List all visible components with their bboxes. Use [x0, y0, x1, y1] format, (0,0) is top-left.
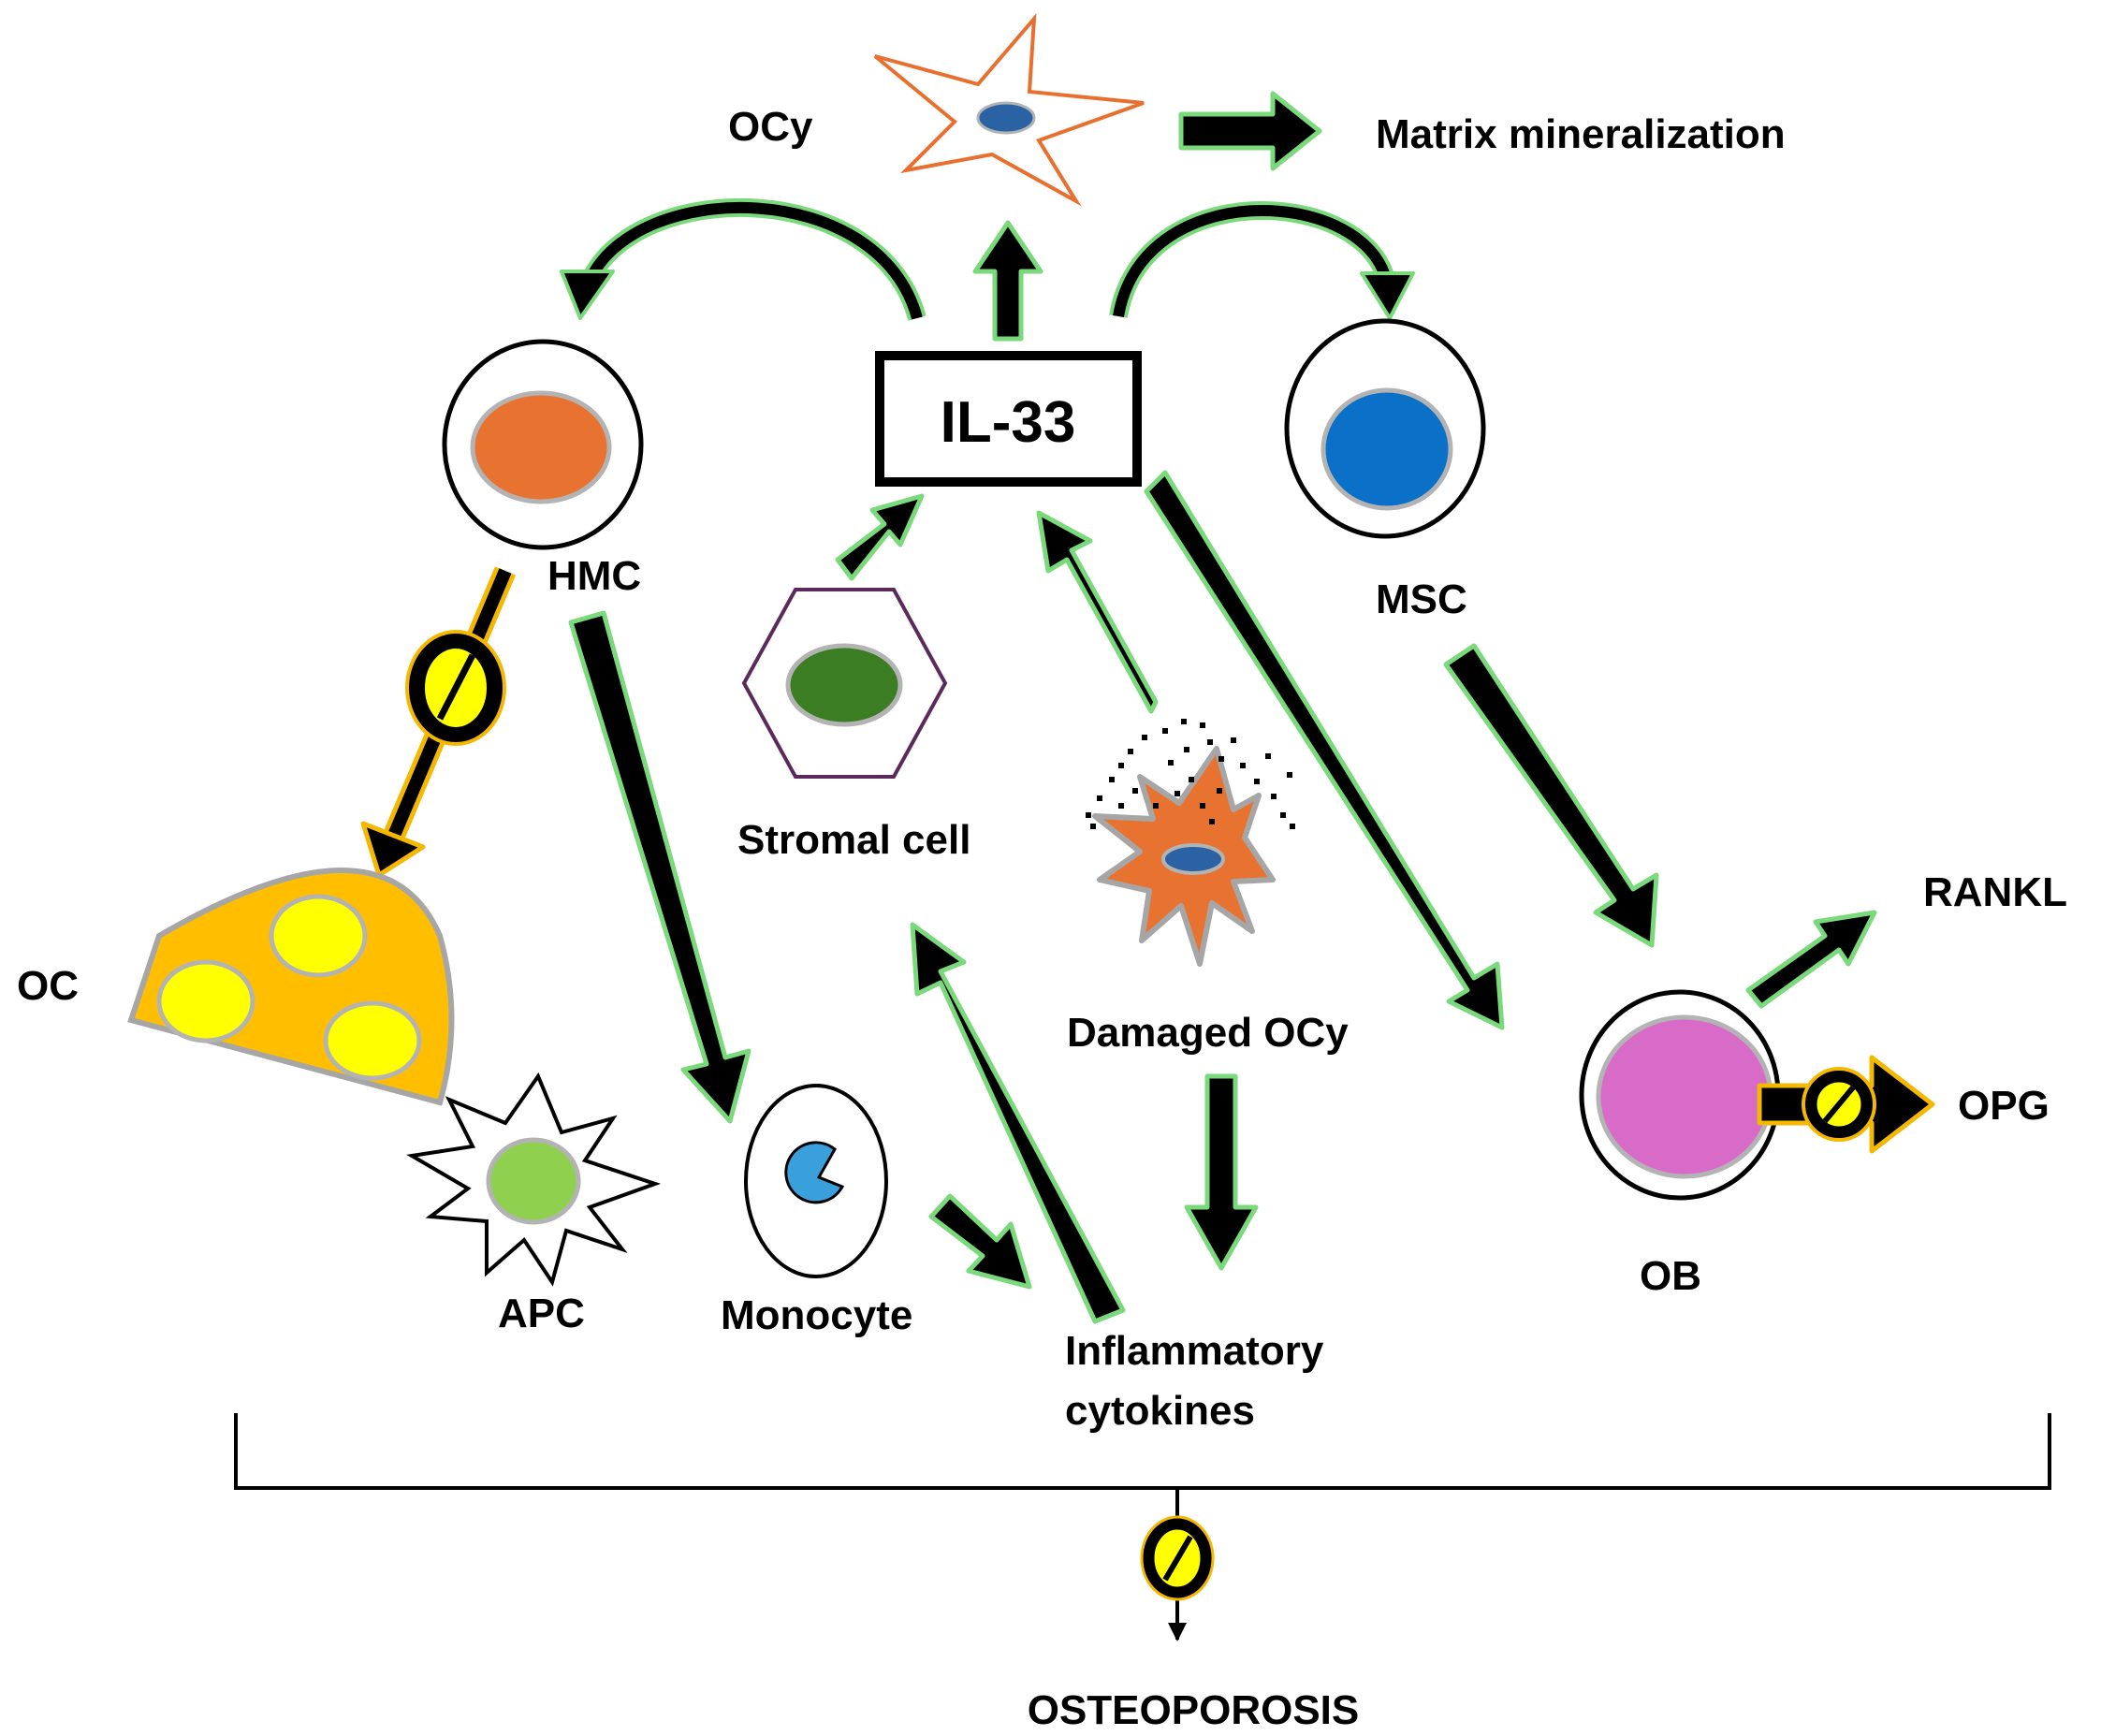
osteoporosis-inhibit-icon	[1140, 1515, 1215, 1601]
ocy-nucleus	[976, 101, 1036, 135]
hmc-to-oc-inhibited-arrow	[360, 566, 517, 878]
apc-cell	[406, 1072, 662, 1287]
il33-to-msc-curved-arrow	[1109, 200, 1415, 320]
ocy-label: OCy	[728, 104, 813, 150]
il33-to-ocy-arrow	[972, 220, 1043, 342]
damaged-to-il33-arrow	[1036, 510, 1159, 714]
oc-cell	[127, 868, 455, 1106]
apc-nucleus	[486, 1137, 581, 1225]
hmc-cell	[442, 339, 644, 550]
ocy-cell	[873, 13, 1145, 207]
monocyte-cell	[744, 1084, 888, 1278]
apc-label: APC	[498, 1291, 585, 1336]
ob-nucleus	[1596, 1014, 1773, 1179]
rankl-label: RANKL	[1923, 869, 2067, 915]
matrix-mineralization-label: Matrix mineralization	[1376, 111, 1786, 157]
msc-cell	[1284, 318, 1486, 539]
hmc-nucleus	[470, 390, 612, 504]
oc-nucleus-1	[269, 894, 368, 978]
damaged-ocy-label: Damaged OCy	[1067, 1010, 1349, 1056]
hmc-to-monocyte-arrow	[568, 610, 751, 1124]
damaged-to-cytokines-arrow	[1184, 1073, 1259, 1271]
oc-nucleus-2	[156, 959, 255, 1043]
il33-to-ob-arrow	[1144, 470, 1505, 1030]
msc-nucleus	[1320, 387, 1453, 511]
osteoporosis-label: OSTEOPOROSIS	[1028, 1687, 1360, 1733]
damaged-ocy-cell	[1086, 719, 1295, 967]
msc-label: MSC	[1376, 576, 1467, 622]
hmc-label: HMC	[547, 553, 641, 599]
monocyte-to-cytokines-arrow	[928, 1193, 1032, 1290]
oc-label: OC	[17, 963, 79, 1009]
oc-nucleus-3	[323, 1000, 422, 1081]
ocy-to-matrix-arrow	[1178, 91, 1322, 171]
ob-to-opg-inhibited-arrow	[1757, 1055, 1935, 1154]
ob-cell	[1579, 989, 1781, 1201]
stromal-cell-label: Stromal cell	[737, 817, 970, 863]
hmc-oc-inhibit-icon	[405, 630, 506, 746]
il33-label: IL-33	[941, 390, 1076, 455]
stromal-nucleus	[785, 643, 903, 727]
ob-label: OB	[1640, 1253, 1701, 1299]
monocyte-label: Monocyte	[721, 1292, 912, 1338]
inflammatory-label-line1: Inflammatory	[1065, 1328, 1324, 1374]
il33-box	[875, 351, 1142, 487]
opg-label: OPG	[1958, 1083, 2050, 1129]
ob-to-rankl-arrow	[1745, 910, 1877, 1009]
damaged-ocy-nucleus	[1161, 843, 1225, 875]
summary-bracket	[234, 1413, 2051, 1490]
ob-opg-inhibit-icon	[1802, 1067, 1876, 1142]
msc-to-ob-arrow	[1443, 643, 1659, 948]
stromal-to-il33-arrow	[835, 493, 925, 581]
il33-to-hmc-curved-arrow	[560, 197, 926, 321]
stromal-cell	[741, 588, 948, 779]
cytokines-to-stromal-arrow	[910, 922, 1126, 1324]
damage-debris-dots	[1086, 719, 1295, 829]
monocyte-nucleus	[784, 1141, 845, 1204]
inflammatory-label-line2: cytokines	[1065, 1388, 1255, 1434]
